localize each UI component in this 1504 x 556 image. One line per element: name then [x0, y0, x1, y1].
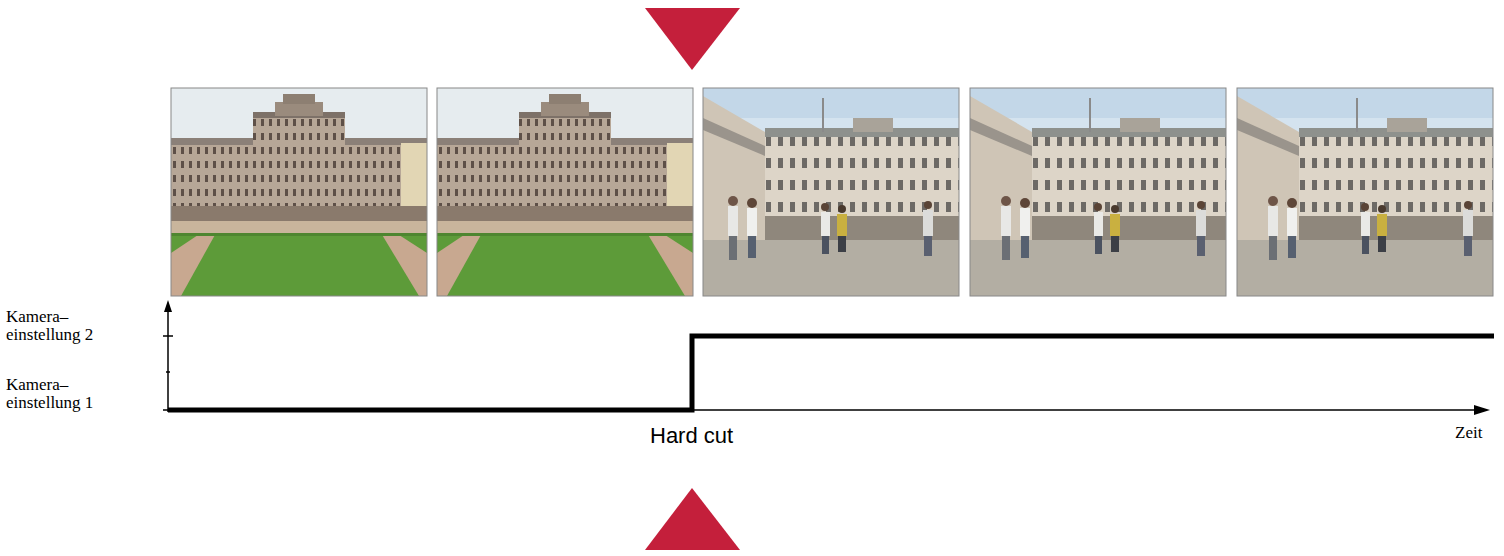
shot-step-line [168, 336, 1494, 410]
video-frame [970, 88, 1226, 296]
axis-label: Zeit [1455, 424, 1500, 442]
cut-marker [645, 8, 740, 70]
video-frame [1237, 88, 1493, 296]
video-frame [171, 88, 427, 296]
video-frame [437, 88, 693, 296]
axis-label: Kamera– einstellung 1 [6, 376, 116, 412]
axis-label: Kamera– einstellung 2 [6, 308, 116, 344]
video-frame [703, 88, 959, 296]
time-axis [163, 300, 1490, 415]
cut-label: Hard cut [650, 424, 733, 447]
cut-marker [645, 488, 740, 550]
